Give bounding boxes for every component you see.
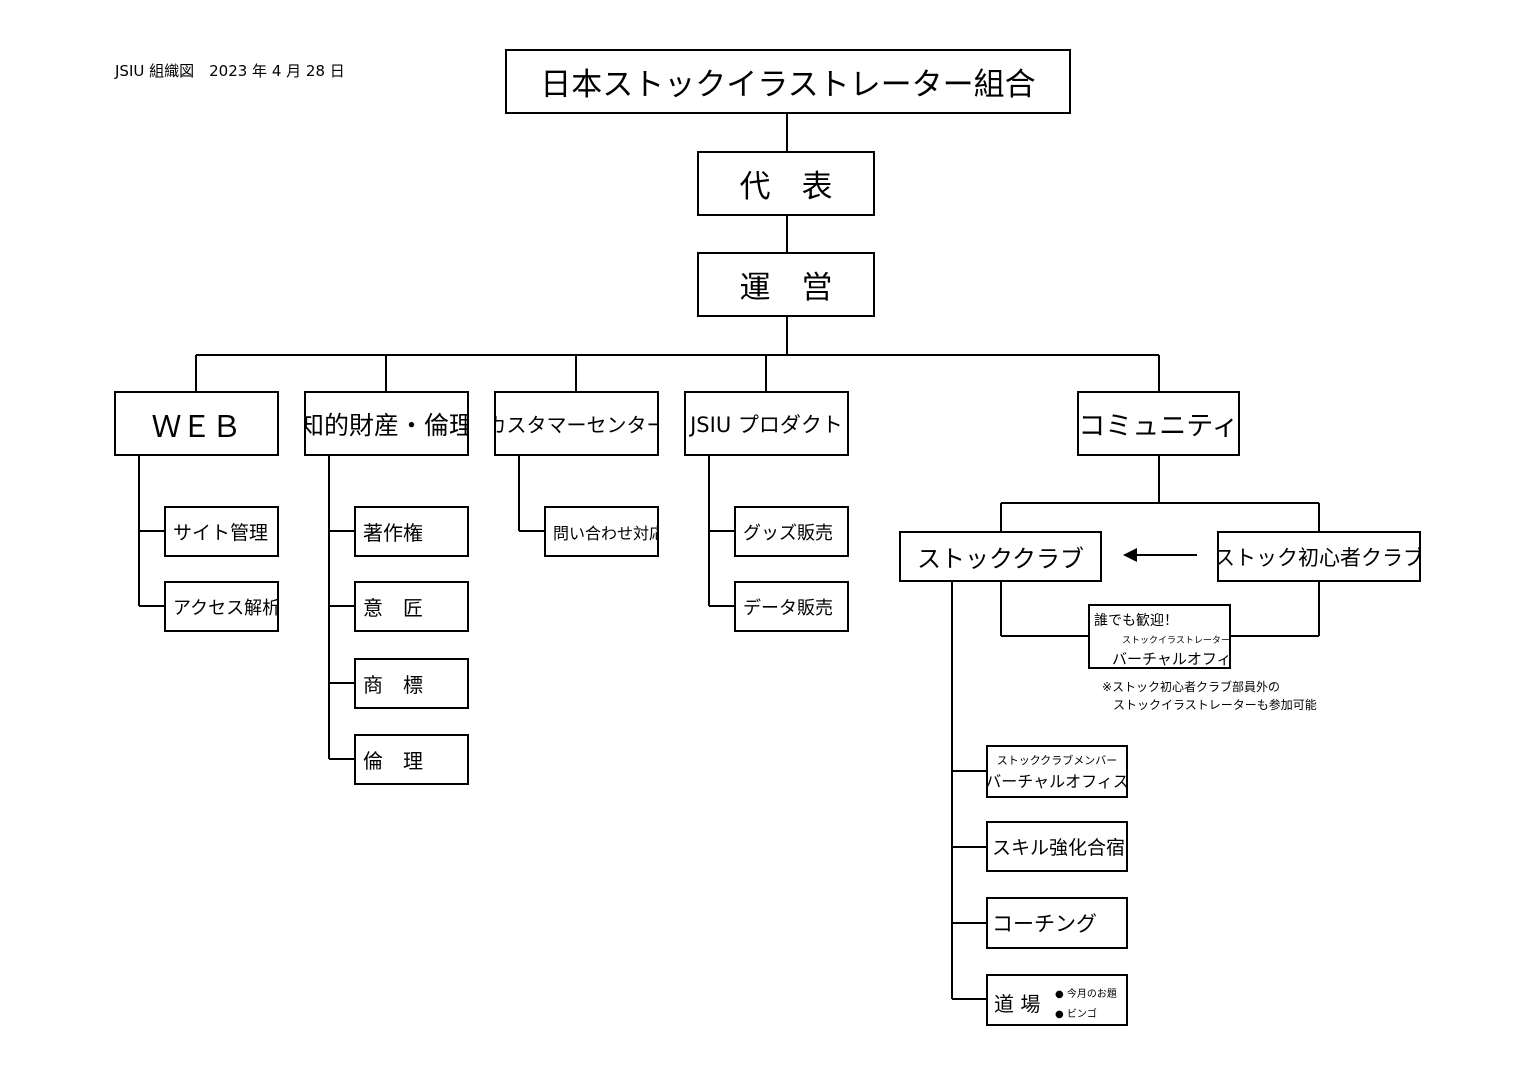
operations-node: 運 営 [697,252,875,317]
header-date: JSIU 組織図 2023 年 4 月 28 日 [115,62,345,80]
participation-note-line1: ※ストック初心者クラブ部員外の [1102,680,1281,694]
root-node: 日本ストックイラストレーター組合 [505,49,1071,114]
virtual-office-line2: ストックイラストレーター [1122,636,1230,646]
dojo-sub-theme: ● 今月のお題 [1055,989,1117,1000]
access-analysis-node: アクセス解析 [164,581,279,632]
site-management-node: サイト管理 [164,506,279,557]
inquiry-node: 問い合わせ対応 [544,506,659,557]
community-node: コミュニティ [1077,391,1240,456]
jsiu-product-node: JSIU プロダクト [684,391,849,456]
beginner-club-node: ストック初心者クラブ [1217,531,1421,582]
customer-center-node: カスタマーセンター [494,391,659,456]
member-virtual-office-node: ストッククラブメンバー バーチャルオフィス [986,745,1128,798]
participation-note-line2: ストックイラストレーターも参加可能 [1113,698,1317,712]
stock-club-node: ストッククラブ [899,531,1102,582]
trademark-node: 商 標 [354,658,469,709]
dojo-sub-bingo: ● ビンゴ [1055,1009,1097,1020]
data-sales-node: データ販売 [734,581,849,632]
dojo-node: 道 場 ● 今月のお題 ● ビンゴ [986,974,1128,1026]
design-node: 意 匠 [354,581,469,632]
virtual-office-node: 誰でも歓迎！ ストックイラストレーター バーチャルオフィス [1088,604,1231,669]
member-office-small-label: ストッククラブメンバー [996,753,1118,767]
arrow-left-icon [1123,548,1137,562]
dojo-label: 道 場 [994,992,1041,1016]
ethics-node: 倫 理 [354,734,469,785]
skill-camp-node: スキル強化合宿 [986,821,1128,872]
goods-sales-node: グッズ販売 [734,506,849,557]
web-node: ＷＥＢ [114,391,279,456]
member-office-label: バーチャルオフィス [986,771,1128,791]
virtual-office-line1: 誰でも歓迎！ [1094,613,1178,629]
coaching-node: コーチング [986,897,1128,949]
copyright-node: 著作権 [354,506,469,557]
ip-ethics-node: 知的財産・倫理 [304,391,469,456]
virtual-office-line3: バーチャルオフィス [1112,650,1231,668]
representative-node: 代 表 [697,151,875,216]
